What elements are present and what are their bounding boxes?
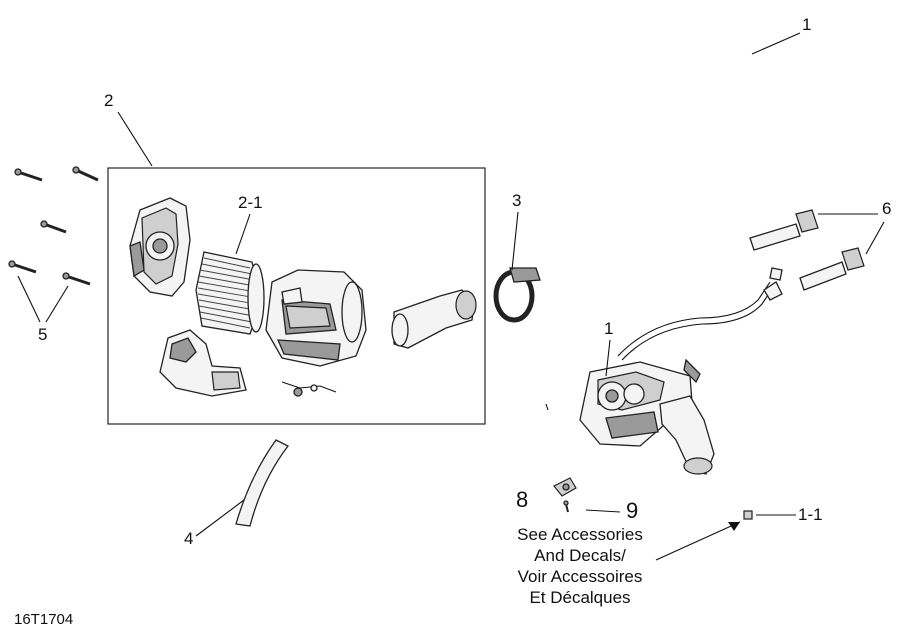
callout-2-1: 2-1 xyxy=(235,193,263,255)
screw xyxy=(72,166,99,182)
callout-3-label: 3 xyxy=(512,191,521,210)
callout-5-leader-b xyxy=(45,285,69,323)
callout-2-leader xyxy=(117,111,153,167)
accessories-note: See Accessories And Decals/ Voir Accesso… xyxy=(517,525,643,607)
callout-8-label: 8 xyxy=(516,487,528,512)
callout-3: 3 xyxy=(511,191,521,271)
callout-9-leader xyxy=(585,509,621,513)
callout-1-sub-leader xyxy=(605,339,611,377)
callout-3-leader xyxy=(511,211,519,271)
retaining-clip xyxy=(281,381,337,397)
callout-1-sub-label: 1 xyxy=(604,319,613,338)
callout-1-1-label: 1-1 xyxy=(798,505,823,524)
bolts-6 xyxy=(749,209,865,291)
callout-2-1-label: 2-1 xyxy=(238,193,263,212)
callout-1-top-leader xyxy=(751,32,801,55)
intake-boot xyxy=(159,329,247,397)
nipple-item-1-1 xyxy=(743,510,753,520)
hose xyxy=(235,439,289,527)
screw xyxy=(40,220,67,234)
screw xyxy=(8,260,37,274)
diagram-code: 16T1704 xyxy=(14,611,73,628)
pleated-filter xyxy=(195,251,265,335)
callout-6-leader-b xyxy=(865,221,885,255)
screw xyxy=(62,272,91,286)
air-filter-kit-box xyxy=(107,167,486,425)
callout-4-label: 4 xyxy=(184,529,193,548)
hose-clamp xyxy=(493,267,541,323)
inlet-duct xyxy=(391,289,477,349)
note-line-1: See Accessories xyxy=(517,525,643,544)
arrow-head-icon xyxy=(728,522,740,531)
note-arrow xyxy=(655,521,741,561)
screws-5 xyxy=(8,166,99,286)
note-line-4: Et Décalques xyxy=(529,588,630,607)
air-box-cover xyxy=(129,197,191,297)
callout-2-label: 2 xyxy=(104,91,113,110)
callout-9: 9 xyxy=(585,498,638,523)
callout-2: 2 xyxy=(104,91,153,167)
callout-5: 5 xyxy=(17,275,69,344)
callout-4-leader xyxy=(195,499,245,537)
bolt xyxy=(749,209,819,251)
screw xyxy=(14,168,43,182)
stray-mark xyxy=(545,403,549,411)
callout-5-label: 5 xyxy=(38,325,47,344)
callout-1-1: 1-1 xyxy=(756,505,823,524)
callout-2-1-leader xyxy=(235,213,251,255)
note-line-2: And Decals/ xyxy=(534,546,626,565)
sensor-item-8 xyxy=(553,477,577,497)
note-line-3: Voir Accessoires xyxy=(518,567,643,586)
air-box-housing xyxy=(265,269,367,367)
callout-6-label: 6 xyxy=(882,199,891,218)
callout-1-sub: 1 xyxy=(604,319,613,377)
throttle-body-assembly xyxy=(579,267,783,475)
bolt xyxy=(799,247,865,291)
callout-1-top: 1 xyxy=(751,15,811,55)
callout-1-top-label: 1 xyxy=(802,15,811,34)
callout-9-label: 9 xyxy=(626,498,638,523)
screw-item-9 xyxy=(563,500,569,513)
callout-5-leader-a xyxy=(17,275,41,323)
callout-6: 6 xyxy=(818,199,891,255)
callout-4: 4 xyxy=(184,499,245,548)
